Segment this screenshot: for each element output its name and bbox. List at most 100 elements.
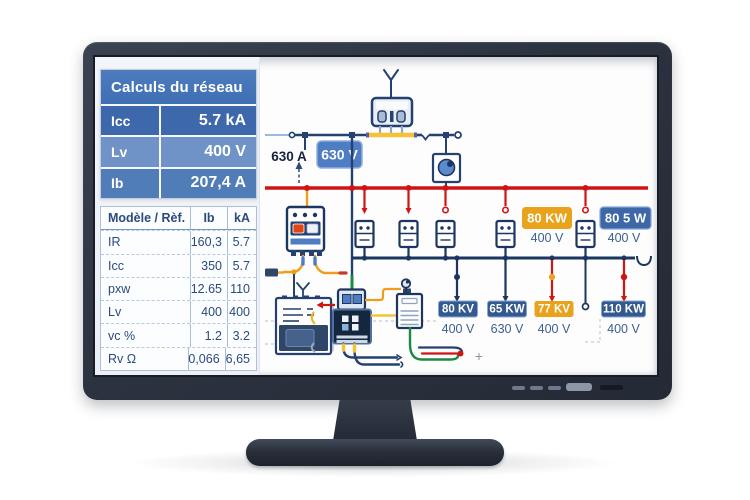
monitor-button-2[interactable] xyxy=(530,386,543,390)
terminal-circle xyxy=(454,131,462,139)
detail-row: Lv 400 400 xyxy=(101,300,256,324)
lv-bus-nodes xyxy=(361,255,627,261)
monitor-power-button[interactable] xyxy=(566,383,592,391)
detail-header-model: Modèle / Rèf. xyxy=(101,207,191,230)
load-badge-0[interactable]: 80 KV xyxy=(438,300,478,318)
meter-device[interactable] xyxy=(431,152,462,184)
summary-label: Ib xyxy=(101,168,161,198)
transformer-icon[interactable] xyxy=(370,96,414,135)
monitor-button-1[interactable] xyxy=(512,386,525,390)
dc-red-link xyxy=(316,301,335,309)
load-drops xyxy=(454,260,628,311)
detail-label: vc % xyxy=(101,324,191,347)
load-badge-2[interactable]: 77 KV xyxy=(534,301,574,317)
gray-hook-detail xyxy=(310,342,316,353)
detail-ka: 6,65 xyxy=(225,351,250,366)
svg-text:65 KW: 65 KW xyxy=(489,304,524,316)
inverter-display-device[interactable] xyxy=(336,288,367,311)
detail-ib: 400 xyxy=(191,301,228,324)
monitor-stand-base xyxy=(246,439,504,466)
summary-label: Icc xyxy=(101,106,161,136)
detail-ka: 400 xyxy=(229,305,250,320)
detail-ka: 5.7 xyxy=(232,258,250,273)
detail-label: Icc xyxy=(101,254,191,277)
screen: Calculs du réseau Icc 5.7 kA Lv 400 V Ib… xyxy=(95,57,657,375)
breaker-1[interactable] xyxy=(354,219,375,249)
calc-panel: Calculs du réseau Icc 5.7 kA Lv 400 V Ib… xyxy=(95,57,260,375)
feeder-breakers xyxy=(361,191,589,214)
summary-row-lv: Lv 400 V xyxy=(101,135,256,167)
plug-connector xyxy=(265,268,278,277)
detail-ib: 0,066 xyxy=(188,347,226,370)
breaker-5[interactable] xyxy=(575,219,596,249)
detail-ka: 110 xyxy=(230,281,250,296)
breaker-3[interactable] xyxy=(435,219,456,249)
detail-ib: 12.65 xyxy=(191,277,228,301)
summary-row-ib: Ib 207,4 A xyxy=(101,166,256,198)
summary-value: 207,4 A xyxy=(190,174,246,192)
measure-arrow-icon xyxy=(295,161,303,183)
load-voltage-2: 400 V xyxy=(538,322,571,336)
monitor-button-3[interactable] xyxy=(548,386,561,390)
detail-label: Lv xyxy=(101,301,191,324)
detail-header-row: Modèle / Rèf. Ib kA xyxy=(101,207,256,231)
summary-value: 5.7 kA xyxy=(198,111,246,129)
svg-text:80 5 W: 80 5 W xyxy=(605,211,647,226)
breaker-4[interactable] xyxy=(495,219,516,249)
monitor-frame: Calculs du réseau Icc 5.7 kA Lv 400 V Ib… xyxy=(83,42,672,400)
svg-text:77 KV: 77 KV xyxy=(538,304,570,316)
detail-ib: 1.2 xyxy=(191,324,228,347)
summary-label: Lv xyxy=(101,137,161,167)
hv-bus-nodes xyxy=(304,185,589,191)
detail-row: Rv Ω 0,066 6,65 xyxy=(101,346,256,370)
detail-header-ib: Ib xyxy=(191,207,228,230)
breaker-reset-button[interactable] xyxy=(306,223,319,234)
svg-text:80 KW: 80 KW xyxy=(527,211,567,226)
main-breaker-device[interactable] xyxy=(285,205,326,256)
network-summary-table: Calculs du réseau Icc 5.7 kA Lv 400 V Ib… xyxy=(100,69,257,199)
detail-row: pxw 12.65 110 xyxy=(101,276,256,301)
feeder-voltage-0: 400 V xyxy=(531,231,564,245)
load-voltage-3: 400 V xyxy=(607,322,640,336)
feeder-voltage-1: 400 V xyxy=(608,231,641,245)
inverter-device[interactable] xyxy=(332,308,372,345)
valve-meter-icon[interactable] xyxy=(400,278,412,294)
feeder-badge-0[interactable]: 80 KW xyxy=(522,207,572,229)
bus-end-hook-icon xyxy=(636,255,652,267)
feeder-badge-1[interactable]: 80 5 W xyxy=(599,206,652,230)
load-voltage-1: 630 V xyxy=(491,322,524,336)
detail-ka: 5.7 xyxy=(232,235,250,250)
cable-bundle xyxy=(341,326,464,368)
summary-title: Calculs du réseau xyxy=(101,70,256,104)
detail-ib: 350 xyxy=(191,254,228,277)
svg-text:630 V: 630 V xyxy=(321,147,358,163)
load-voltage-0: 400 V xyxy=(442,322,475,336)
model-detail-table: Modèle / Rèf. Ib kA IR 160,3 5.7 Icc 350… xyxy=(100,206,257,371)
svg-text:110 KW: 110 KW xyxy=(603,304,644,316)
orange-link xyxy=(365,287,401,302)
breaker-2[interactable] xyxy=(398,219,419,249)
detail-row: Icc 350 5.7 xyxy=(101,253,256,277)
detail-ka: 3.2 xyxy=(232,328,250,343)
mv-busbar xyxy=(265,131,462,141)
detail-label: IR xyxy=(101,231,191,254)
detail-row: vc % 1.2 3.2 xyxy=(101,323,256,347)
load-badge-1[interactable]: 65 KW xyxy=(487,300,527,318)
terminal-circle xyxy=(288,131,296,139)
detail-row: IR 160,3 5.7 xyxy=(101,230,256,254)
heater-device[interactable] xyxy=(395,292,424,330)
load-badge-3[interactable]: 110 KW xyxy=(601,300,646,318)
breaker-trip-button[interactable] xyxy=(292,223,305,234)
antenna-icon xyxy=(296,282,310,299)
heater-chimney xyxy=(403,288,411,296)
generator-cabinet-device[interactable] xyxy=(274,282,334,356)
svg-text:80 KV: 80 KV xyxy=(442,304,474,316)
detail-ib: 160,3 xyxy=(191,231,228,254)
yellow-hook-detail xyxy=(310,311,316,325)
plus-marker: + xyxy=(475,348,483,364)
incomer-voltage-badge[interactable]: 630 V xyxy=(316,140,363,169)
single-line-diagram: 630 A 630 V xyxy=(265,69,652,368)
detail-label: Rv Ω xyxy=(101,347,189,370)
switch-notch-icon[interactable] xyxy=(421,134,430,141)
